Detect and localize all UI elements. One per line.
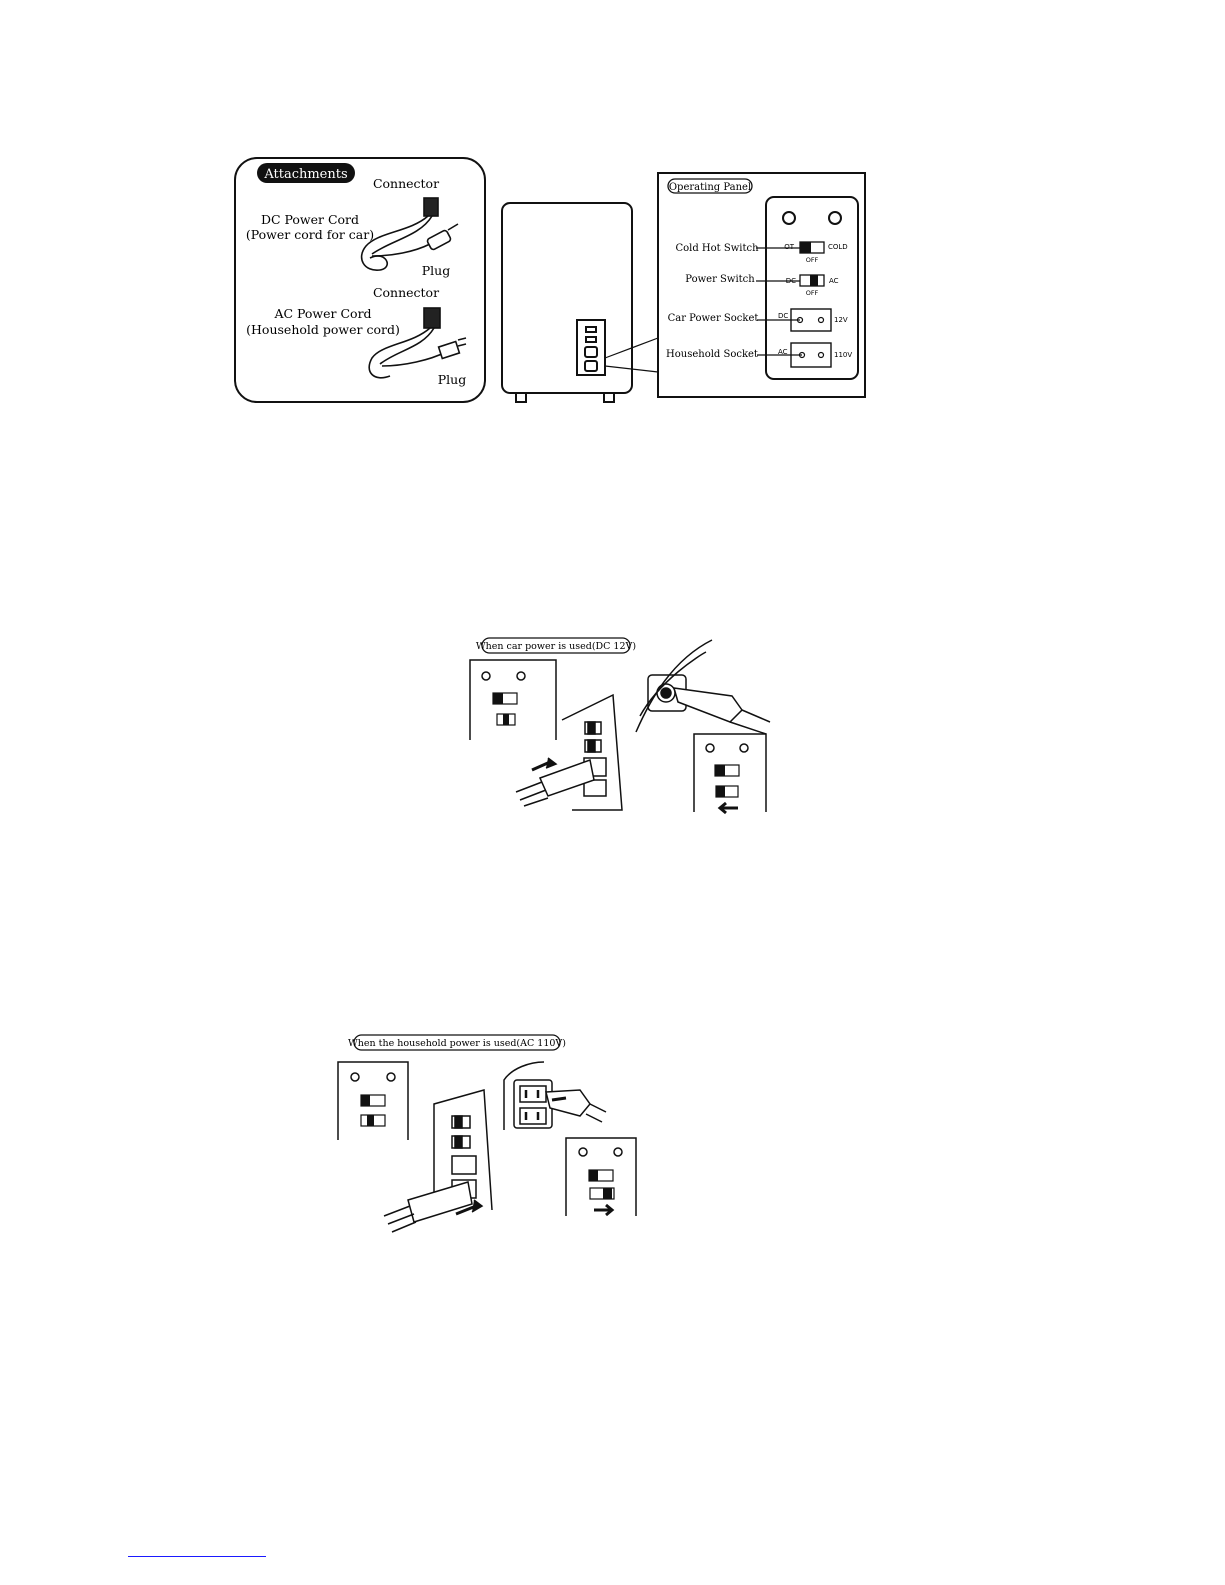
household-socket-left-label: AC [778,348,788,356]
cold-hot-switch-label: Cold Hot Switch [675,243,759,254]
power-switch-right-label: AC [829,277,839,285]
car-power-socket-label: Car Power Socket [668,313,759,324]
car-power-socket[interactable] [790,308,832,332]
car-outlet-icon [635,639,771,735]
power-switch-off-label: OFF [806,289,819,297]
operating-panel: Operating Panel Cold Hot Switch OT COLD … [657,172,866,398]
footer-rule [128,1556,266,1557]
operating-panel-title: Operating Panel [669,182,751,193]
attachments-badge: Attachments [263,167,347,182]
dc-power-cord-icon [360,197,459,271]
attachments-panel: Attachments Connector DC Power Cord (Pow… [234,157,486,403]
car-socket-left-label: DC [778,312,788,320]
ac-power-cord-icon [368,307,467,379]
dc-plug-insert-icon [515,757,595,807]
dc-connector-label: Connector [373,176,439,191]
ac-plug-insert-icon [383,1181,484,1233]
household-socket-label: Household Socket [666,349,758,360]
dc-cord-title: DC Power Cord [261,212,359,227]
car-power-diagram: When car power is used(DC 12V) [469,637,771,815]
power-switch-label: Power Switch [685,274,755,285]
household-socket-right-label: 110V [834,351,852,359]
cold-hot-switch[interactable] [799,241,825,254]
household-power-caption: When the household power is used(AC 110V… [348,1038,566,1049]
cold-hot-switch-off-label: OFF [806,256,819,264]
ac-cord-title: AC Power Cord [273,306,371,321]
car-socket-right-label: 12V [834,316,848,324]
power-switch-left-label: DC [786,277,796,285]
cooler-body-icon [501,202,659,403]
car-power-caption: When car power is used(DC 12V) [476,641,636,652]
household-power-diagram: When the household power is used(AC 110V… [337,1034,637,1233]
power-switch[interactable] [799,274,825,287]
cold-hot-switch-right-label: COLD [828,243,848,251]
cold-hot-switch-left-label: OT [784,243,795,251]
wall-outlet-icon [503,1061,607,1130]
ac-connector-label: Connector [373,285,439,300]
ac-cord-subtitle: (Household power cord) [246,322,400,337]
dc-cord-subtitle: (Power cord for car) [246,227,374,242]
dc-plug-label: Plug [422,263,450,278]
ac-plug-label: Plug [438,372,466,387]
